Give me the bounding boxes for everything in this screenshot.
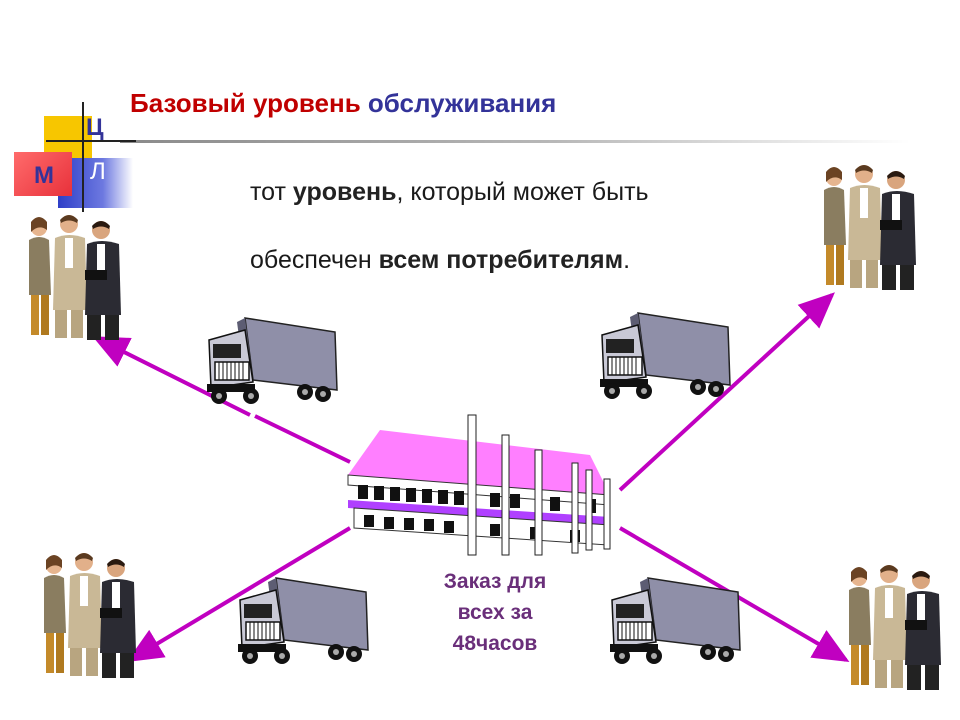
definition-line-1-bold: уровень bbox=[292, 178, 397, 206]
definition-line-2-bold: всем потребителям bbox=[378, 246, 624, 274]
caption-line-3: 48часов bbox=[452, 632, 538, 655]
caption-line-1: Заказ для bbox=[443, 570, 547, 593]
definition-line-1-pre: тот bbox=[250, 178, 293, 206]
caption-line-2: всех за bbox=[457, 601, 533, 624]
logo-yellow-square bbox=[44, 116, 92, 158]
people-group-icon-bottom-right bbox=[849, 565, 941, 690]
slide-title: Базовый уровень обслуживания bbox=[130, 88, 556, 119]
truck-icon-top-left bbox=[206, 317, 338, 405]
definition-line-1: тот уровень, который может быть bbox=[250, 178, 649, 207]
logo-letter-l: Л bbox=[90, 158, 106, 185]
logo: Ц М Л bbox=[10, 100, 140, 215]
truck-icon-bottom-left bbox=[237, 577, 369, 665]
arrow-top-left bbox=[92, 336, 251, 417]
definition-line-2: обеспечен всем потребителям. bbox=[250, 246, 630, 275]
definition-line-1-post: , который может быть bbox=[396, 178, 649, 206]
logo-red-square bbox=[14, 152, 72, 196]
people-group-icon-top-left bbox=[29, 215, 121, 340]
warehouse-caption: Заказ для всех за 48часов bbox=[420, 566, 570, 659]
arrow-bottom-left bbox=[126, 526, 352, 663]
logo-horizontal-line bbox=[46, 140, 136, 142]
truck-icon-bottom-right bbox=[609, 577, 741, 665]
warehouse-icon bbox=[347, 414, 611, 556]
truck-icon-top-right bbox=[599, 312, 731, 400]
title-divider bbox=[120, 140, 910, 143]
arrow-top-right bbox=[618, 292, 835, 492]
title-part-2: обслуживания bbox=[367, 88, 557, 118]
definition-line-2-post: . bbox=[623, 246, 631, 274]
definition-line-2-pre: обеспечен bbox=[250, 246, 379, 274]
logo-vertical-line bbox=[82, 102, 84, 212]
arrow-top-left-inner bbox=[254, 414, 351, 464]
logo-letter-m: М bbox=[34, 162, 54, 189]
people-group-icon-bottom-left bbox=[44, 553, 136, 678]
people-group-icon-top-right bbox=[824, 165, 916, 290]
title-part-1: Базовый уровень bbox=[130, 88, 361, 118]
logo-letter-c: Ц bbox=[86, 114, 104, 141]
